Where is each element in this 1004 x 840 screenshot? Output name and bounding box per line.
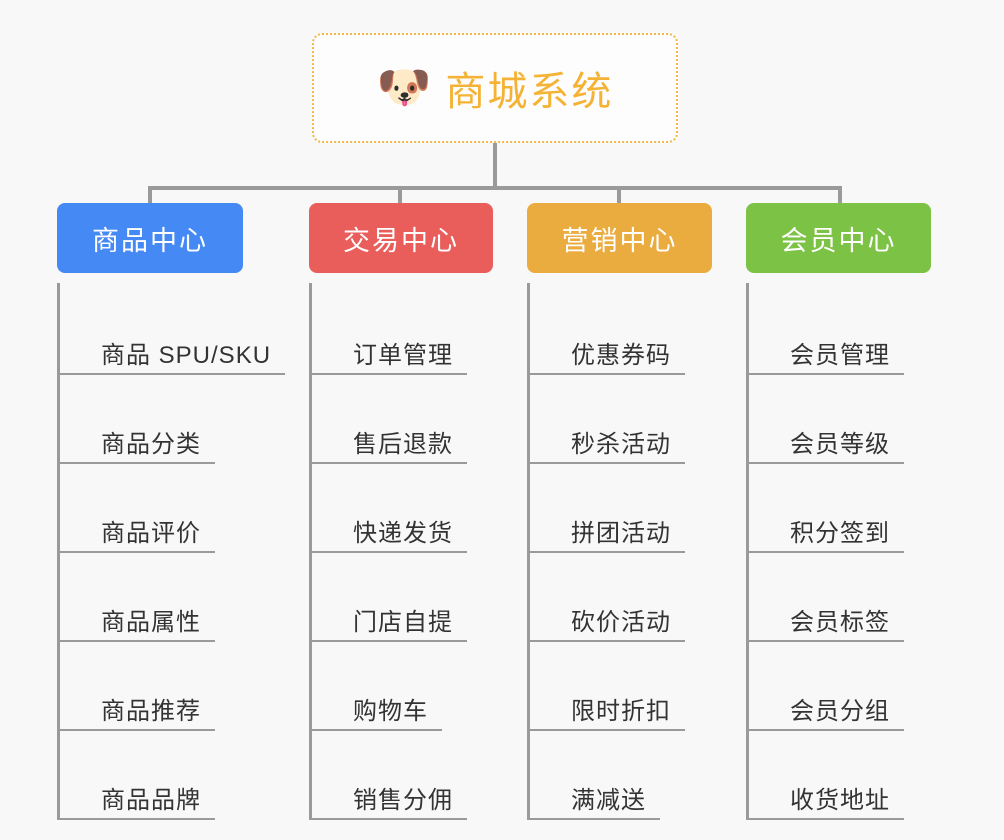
leaf-item[interactable]: 收货地址 [746, 731, 904, 820]
dog-face-icon: 🐶 [376, 62, 432, 113]
leaf-item[interactable]: 砍价活动 [527, 553, 685, 642]
leaf-item[interactable]: 限时折扣 [527, 642, 685, 731]
leaf-label: 会员等级 [790, 430, 890, 458]
leaf-list-1: 订单管理 售后退款 快递发货 门店自提 购物车 销售分佣 [309, 283, 473, 820]
leaf-label: 拼团活动 [571, 519, 671, 547]
leaf-item[interactable]: 售后退款 [309, 375, 467, 464]
leaf-item[interactable]: 优惠券码 [527, 283, 685, 375]
root-title: 商城系统 [445, 70, 614, 114]
leaf-item[interactable]: 门店自提 [309, 553, 467, 642]
leaf-label: 商品属性 [101, 608, 201, 636]
category-header-0[interactable]: 商品中心 [57, 203, 243, 273]
leaf-item[interactable]: 快递发货 [309, 464, 467, 553]
leaf-item[interactable]: 秒杀活动 [527, 375, 685, 464]
leaf-label: 门店自提 [353, 608, 453, 636]
leaf-label: 销售分佣 [353, 786, 453, 814]
leaf-list-2: 优惠券码 秒杀活动 拼团活动 砍价活动 限时折扣 满减送 [527, 283, 691, 820]
leaf-label: 快递发货 [353, 519, 453, 547]
leaf-item[interactable]: 销售分佣 [309, 731, 467, 820]
leaf-label: 商品推荐 [101, 697, 201, 725]
leaf-label: 积分签到 [790, 519, 890, 547]
leaf-list-3: 会员管理 会员等级 积分签到 会员标签 会员分组 收货地址 [746, 283, 910, 820]
category-header-3[interactable]: 会员中心 [746, 203, 931, 273]
leaf-label: 购物车 [353, 697, 428, 725]
category-label: 交易中心 [343, 225, 459, 256]
leaf-label: 商品品牌 [101, 786, 201, 814]
column-trade-center: 交易中心 订单管理 售后退款 快递发货 门店自提 购物车 销售分佣 [309, 203, 493, 820]
connector-drop-3 [617, 186, 621, 207]
leaf-label: 商品评价 [101, 519, 201, 547]
leaf-label: 砍价活动 [571, 608, 671, 636]
leaf-item[interactable]: 满减送 [527, 731, 660, 820]
leaf-item[interactable]: 商品品牌 [57, 731, 215, 820]
category-label: 商品中心 [92, 225, 208, 256]
leaf-item[interactable]: 商品推荐 [57, 642, 215, 731]
leaf-item[interactable]: 积分签到 [746, 464, 904, 553]
connector-root-stem [493, 143, 497, 188]
root-node[interactable]: 🐶 商城系统 [312, 33, 678, 143]
leaf-item[interactable]: 购物车 [309, 642, 442, 731]
leaf-item[interactable]: 会员管理 [746, 283, 904, 375]
column-member-center: 会员中心 会员管理 会员等级 积分签到 会员标签 会员分组 收货地址 [746, 203, 931, 820]
leaf-item[interactable]: 会员等级 [746, 375, 904, 464]
leaf-item[interactable]: 商品 SPU/SKU [57, 283, 285, 375]
category-header-2[interactable]: 营销中心 [527, 203, 712, 273]
category-label: 会员中心 [780, 225, 897, 256]
category-label: 营销中心 [561, 225, 678, 256]
leaf-item[interactable]: 拼团活动 [527, 464, 685, 553]
leaf-label: 优惠券码 [571, 341, 671, 369]
leaf-item[interactable]: 会员分组 [746, 642, 904, 731]
leaf-list-0: 商品 SPU/SKU 商品分类 商品评价 商品属性 商品推荐 商品品牌 [57, 283, 285, 820]
leaf-label: 满减送 [571, 786, 646, 814]
connector-horizontal-bus [148, 186, 842, 190]
leaf-label: 秒杀活动 [571, 430, 671, 458]
connector-drop-2 [398, 186, 402, 207]
leaf-label: 会员标签 [790, 608, 890, 636]
leaf-item[interactable]: 会员标签 [746, 553, 904, 642]
leaf-item[interactable]: 订单管理 [309, 283, 467, 375]
leaf-item[interactable]: 商品属性 [57, 553, 215, 642]
leaf-label: 会员管理 [790, 341, 890, 369]
leaf-item[interactable]: 商品分类 [57, 375, 215, 464]
column-product-center: 商品中心 商品 SPU/SKU 商品分类 商品评价 商品属性 商品推荐 商品品牌 [57, 203, 285, 820]
leaf-label: 会员分组 [790, 697, 890, 725]
category-header-1[interactable]: 交易中心 [309, 203, 493, 273]
leaf-label: 限时折扣 [571, 697, 671, 725]
connector-drop-4 [838, 186, 842, 207]
leaf-label: 商品 SPU/SKU [101, 341, 272, 369]
leaf-label: 收货地址 [790, 786, 890, 814]
leaf-item[interactable]: 商品评价 [57, 464, 215, 553]
leaf-label: 商品分类 [101, 430, 201, 458]
column-marketing-center: 营销中心 优惠券码 秒杀活动 拼团活动 砍价活动 限时折扣 满减送 [527, 203, 712, 820]
connector-drop-1 [148, 186, 152, 207]
leaf-label: 售后退款 [353, 430, 453, 458]
leaf-label: 订单管理 [353, 341, 453, 369]
